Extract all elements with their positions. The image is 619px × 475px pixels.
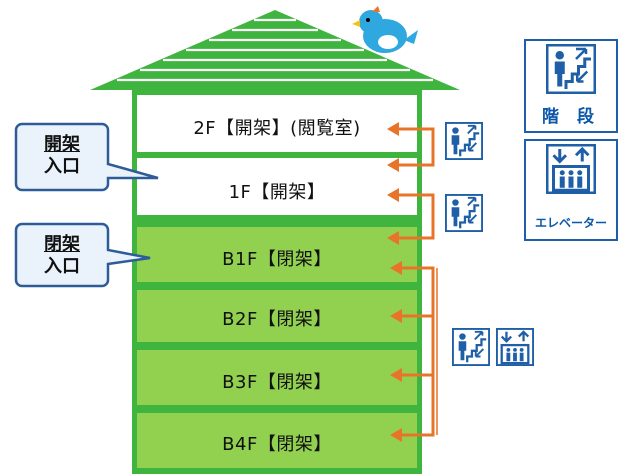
- callout-closed-title: 閉架: [44, 234, 80, 255]
- floor-label-1f: 1F【開架】: [228, 182, 326, 203]
- floor-label-b4f: B4F【閉架】: [222, 434, 332, 455]
- floor-label-2f: 2F【開架】(閲覧室): [193, 118, 361, 139]
- callout-open-subtitle: 入口: [44, 156, 80, 177]
- callout-open-text: 開架 入口: [18, 134, 106, 178]
- floor-b3f-area[interactable]: [137, 350, 417, 405]
- legend-elevator-label: エレベーター: [534, 216, 607, 230]
- bird-mascot: [352, 6, 418, 53]
- floor-b2f-area[interactable]: [137, 290, 417, 342]
- callout-closed-text: 閉架 入口: [18, 234, 106, 278]
- stairs-icon: [445, 194, 483, 232]
- legend-stairs: [524, 39, 618, 133]
- floor-label-b3f: B3F【閉架】: [222, 372, 332, 393]
- callout-open-title: 開架: [44, 134, 80, 155]
- floor-arrows: [387, 122, 402, 442]
- stairs-icon: [452, 328, 490, 366]
- legend-stairs-label: 階 段: [542, 107, 600, 127]
- roof: [90, 10, 460, 90]
- stairs-icon: [445, 122, 483, 160]
- stairs-connectors: [395, 127, 435, 437]
- floor-1f-area[interactable]: [137, 158, 417, 215]
- callout-open-entrance: [14, 122, 159, 192]
- floor-b4f-area[interactable]: [137, 413, 417, 468]
- callout-closed-subtitle: 入口: [44, 256, 80, 277]
- callout-closed-entrance: [14, 222, 151, 288]
- floor-label-b1f: B1F【閉架】: [222, 249, 332, 270]
- floor-arrow-lines: [398, 314, 433, 377]
- stairs-icon: [546, 44, 596, 94]
- legend-elevator: [524, 139, 618, 241]
- elevator-icon: [496, 328, 534, 366]
- elevator-icon: [546, 144, 596, 194]
- floor-label-b2f: B2F【閉架】: [222, 309, 332, 330]
- floor-2f-area[interactable]: [137, 95, 417, 152]
- floor-b1f-area[interactable]: [137, 227, 417, 282]
